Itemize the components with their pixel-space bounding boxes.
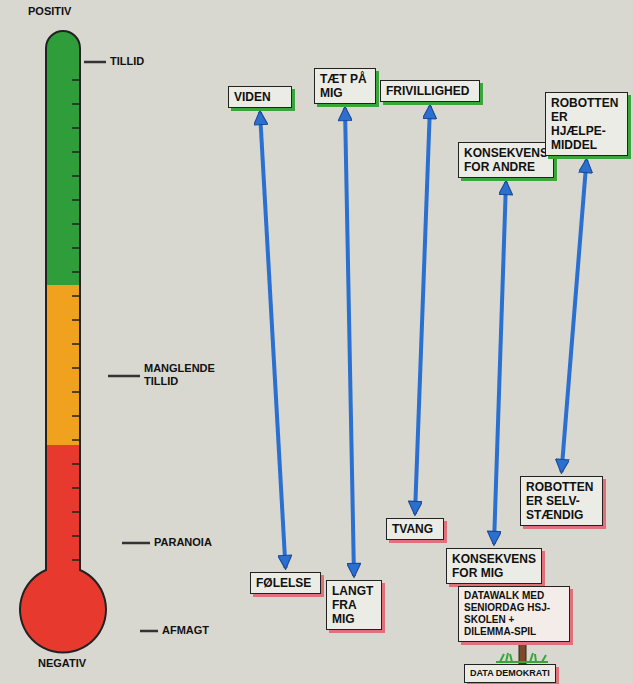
concept-box: FØLELSE: [250, 572, 321, 594]
node-text: TVANG: [392, 522, 438, 536]
concept-box: KONSEKVENS FOR MIG: [446, 548, 542, 584]
double-arrow: [494, 182, 506, 544]
grass: [496, 653, 548, 662]
scale-label: AFMAGT: [162, 624, 242, 637]
scale-label: TILLID: [110, 55, 180, 68]
scale-label: MANGLENDE TILLID: [144, 362, 234, 388]
node-text: ROBOTTEN ER HJÆLPE-MIDDEL: [551, 96, 622, 152]
concept-box: KONSEKVENS FOR ANDRE: [458, 142, 554, 178]
concept-box: VIDEN: [228, 86, 292, 108]
node-text: FRIVILLIGHED: [386, 84, 474, 98]
concept-box: FRIVILLIGHED: [380, 80, 480, 102]
scale-ticks: [72, 80, 80, 560]
concept-box: LANGT FRA MIG: [326, 580, 382, 630]
node-text: FØLELSE: [256, 576, 315, 590]
scale-label: POSITIV: [28, 5, 108, 18]
node-text: TÆT PÅ MIG: [320, 72, 370, 100]
node-text: DATA DEMOKRATI: [470, 668, 550, 679]
double-arrow: [345, 108, 354, 576]
scale-label: NEGATIV: [38, 657, 118, 670]
node-text: VIDEN: [234, 90, 286, 104]
node-text: ROBOTTEN ER SELV-STÆNDIG: [526, 480, 597, 522]
node-text: KONSEKVENS FOR MIG: [452, 552, 536, 580]
node-text: DATAWALK MED SENIORDAG HSJ-SKOLEN + DILE…: [464, 590, 564, 638]
node-text: LANGT FRA MIG: [332, 584, 376, 626]
node-text: KONSEKVENS FOR ANDRE: [464, 146, 548, 174]
concept-box: TVANG: [386, 518, 444, 540]
sign-board: DATAWALK MED SENIORDAG HSJ-SKOLEN + DILE…: [458, 586, 570, 642]
scale-label: PARANOIA: [154, 536, 244, 549]
thermometer: [20, 31, 106, 652]
sign-board: DATA DEMOKRATI: [464, 664, 556, 683]
double-arrow: [415, 106, 430, 514]
double-arrow: [562, 160, 587, 472]
concept-box: ROBOTTEN ER SELV-STÆNDIG: [520, 476, 603, 526]
leader-lines: [84, 62, 158, 631]
concept-box: TÆT PÅ MIG: [314, 68, 376, 104]
double-arrow: [260, 112, 286, 568]
concept-box: ROBOTTEN ER HJÆLPE-MIDDEL: [545, 92, 628, 156]
